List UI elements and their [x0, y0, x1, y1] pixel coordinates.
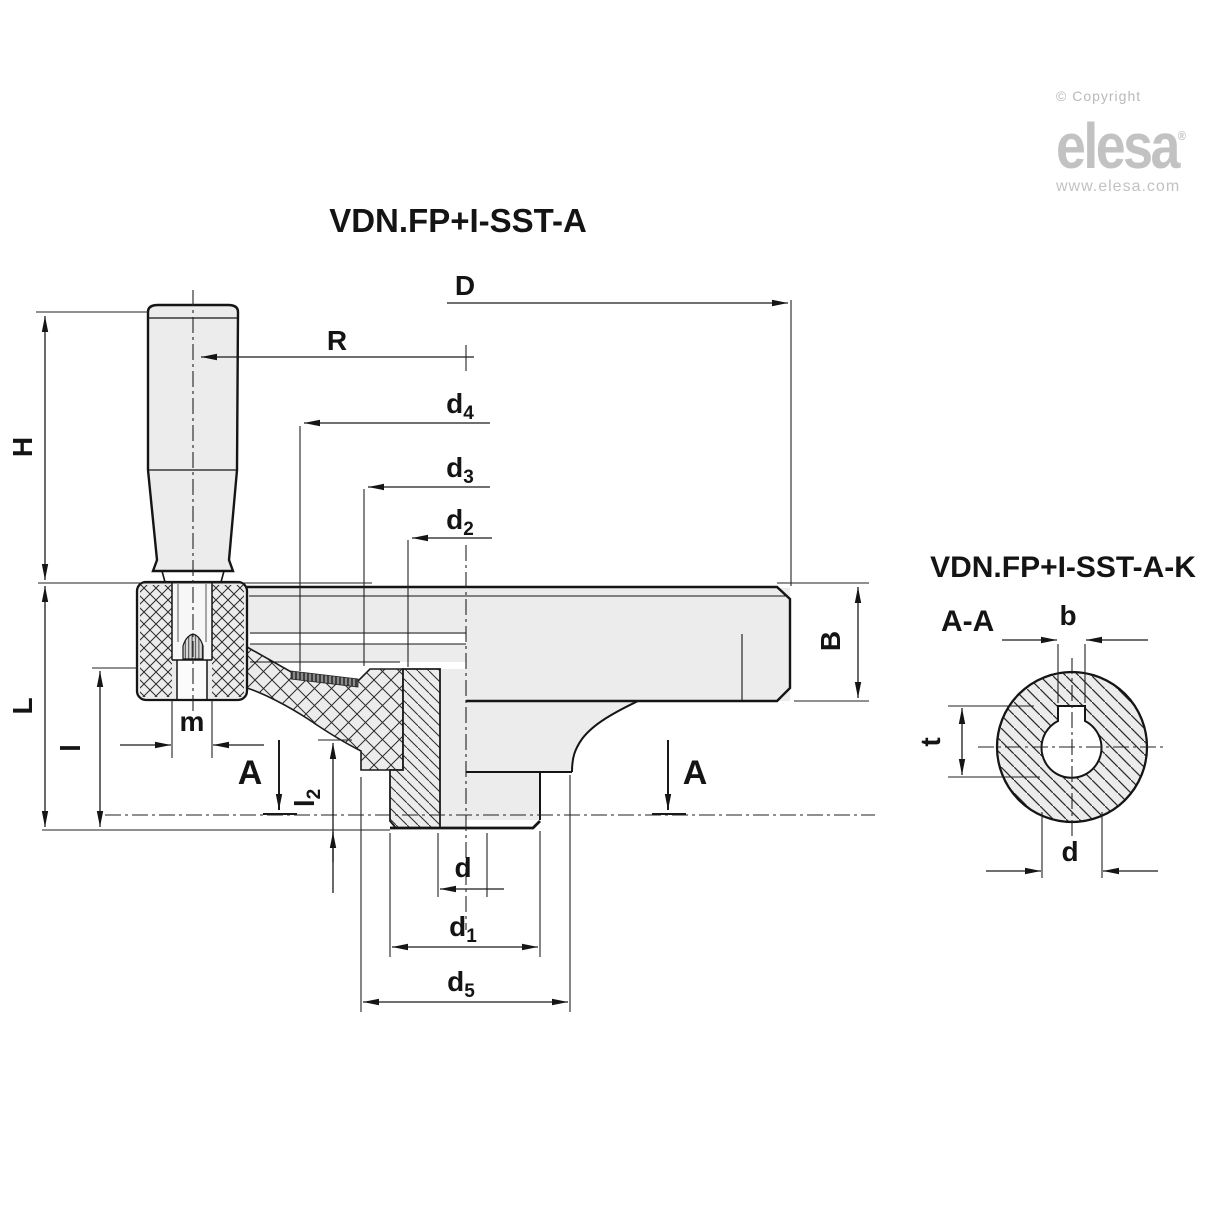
section-title: VDN.FP+I-SST-A-K	[930, 551, 1196, 584]
boss-section-hatch	[140, 582, 244, 700]
label-d2: d2	[446, 504, 474, 540]
rim-band-left	[247, 588, 466, 662]
section-label-AA: A-A	[941, 605, 994, 638]
label-B: B	[815, 631, 846, 651]
brand-name: elesa	[1056, 110, 1180, 182]
bore-section	[440, 669, 466, 828]
website-text: www.elesa.com	[1056, 178, 1181, 195]
brand-logo: elesa®	[1056, 106, 1186, 178]
copyright-text: © Copyright	[1056, 88, 1142, 104]
section-dimension-lines	[958, 636, 1158, 875]
part-fills	[137, 305, 790, 828]
label-d-section: d	[1061, 836, 1078, 867]
part-outlines	[135, 303, 792, 830]
label-l: l	[55, 744, 86, 752]
rim-band-right	[466, 588, 790, 701]
main-labels: VDN.FP+I-SST-A D R d4 d3 d2 H L l m A A …	[7, 202, 846, 1002]
registered-mark: ®	[1177, 128, 1186, 143]
label-m: m	[180, 706, 205, 737]
hub-insert-section	[389, 668, 441, 829]
main-view: VDN.FP+I-SST-A D R d4 d3 d2 H L l m A A …	[7, 202, 875, 1012]
label-D: D	[455, 270, 475, 301]
label-A-left: A	[238, 754, 263, 792]
rim-groove	[249, 634, 466, 644]
knurl-strip	[290, 670, 359, 688]
center-lines	[105, 290, 875, 930]
spoke-section	[246, 645, 404, 771]
web-face	[466, 701, 638, 772]
main-title: VDN.FP+I-SST-A	[329, 202, 587, 239]
label-d3: d3	[446, 452, 474, 488]
section-extension-lines	[948, 644, 1103, 878]
section-center-lines	[978, 658, 1165, 840]
brand-block: © Copyright elesa® www.elesa.com	[1056, 88, 1208, 196]
label-R: R	[327, 325, 347, 356]
label-b: b	[1059, 600, 1076, 631]
label-t: t	[915, 737, 946, 746]
hub-boss-face	[466, 772, 540, 820]
extension-lines	[36, 300, 869, 1012]
label-d5: d5	[447, 966, 475, 1002]
label-H: H	[7, 437, 38, 457]
label-L: L	[7, 697, 38, 714]
label-d1: d1	[449, 911, 477, 947]
label-A-right: A	[683, 754, 708, 792]
section-labels: VDN.FP+I-SST-A-K A-A b t d	[915, 551, 1196, 867]
label-d4: d4	[446, 388, 474, 424]
section-view: VDN.FP+I-SST-A-K A-A b t d	[915, 551, 1196, 878]
label-d: d	[454, 852, 471, 883]
label-l2: l2	[289, 789, 325, 807]
dimension-lines	[41, 299, 862, 1006]
